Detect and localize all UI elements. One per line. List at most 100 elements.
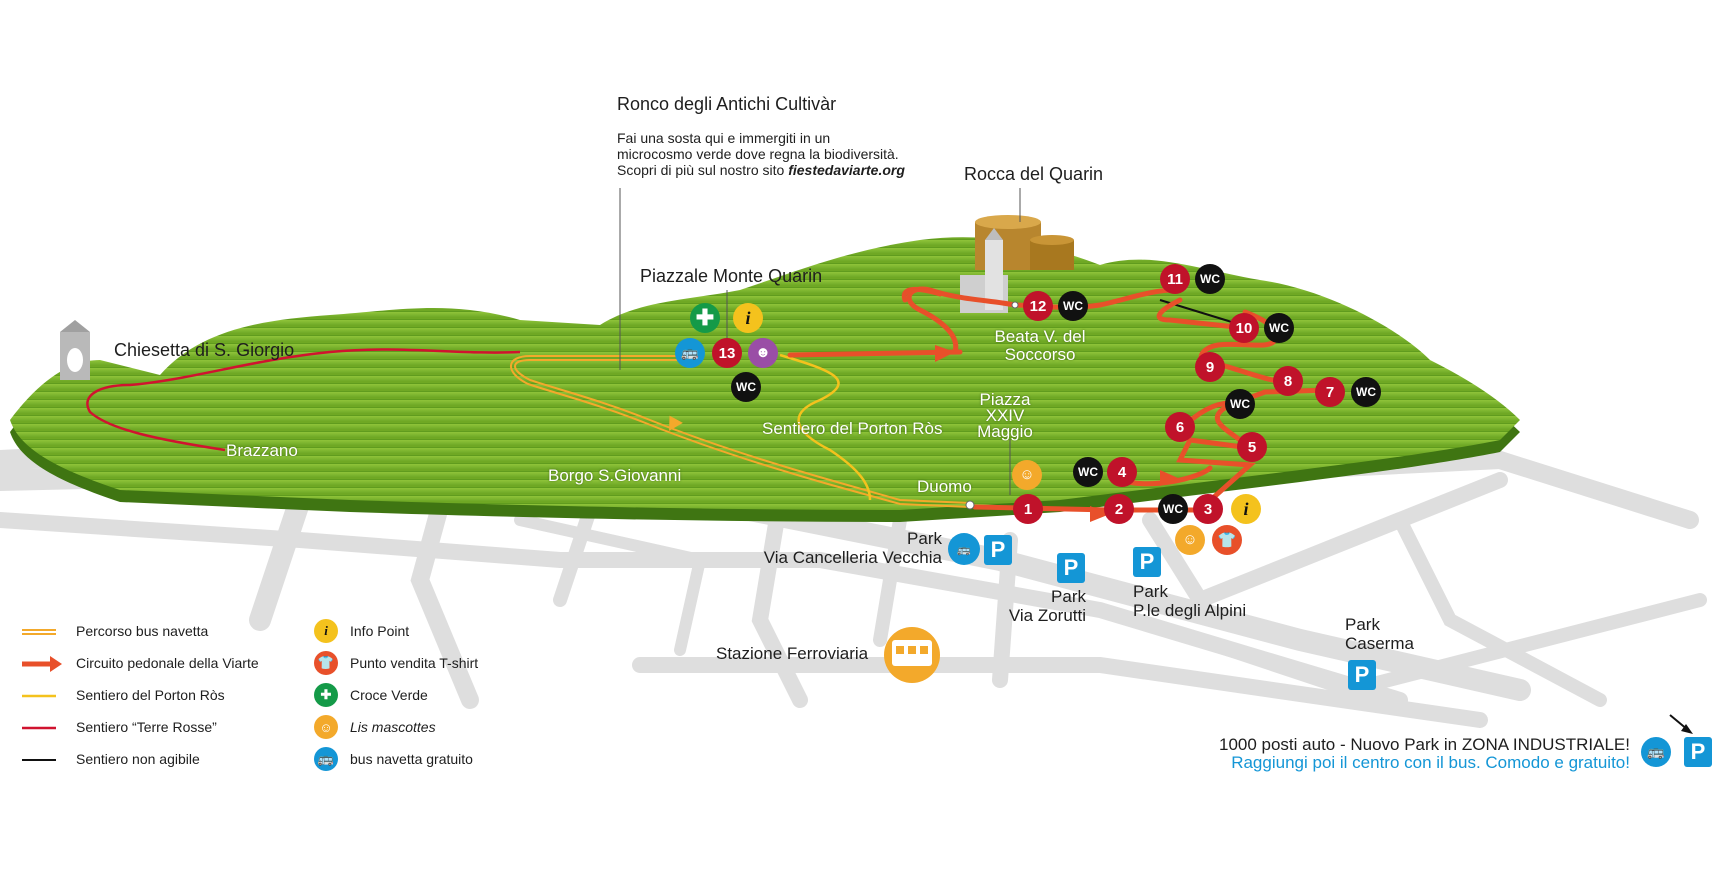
label-borgo: Borgo S.Giovanni [548, 466, 682, 485]
label-park-alpini: Park P.le degli Alpini [1133, 582, 1246, 620]
label-piazza: Piazza XXIV Maggio [970, 390, 1040, 440]
wc-stop-6[interactable]: WC [1225, 389, 1255, 419]
legend-info: i Info Point [314, 619, 409, 643]
label-piazza-line-2: XXIV [985, 406, 1025, 425]
terre-rosse-trail [86, 348, 521, 452]
label-beata: Beata V. del Soccorso [985, 328, 1095, 364]
mascot-icon[interactable]: ☺ [1175, 525, 1205, 555]
bus-shuttle-route [510, 355, 971, 508]
wc-piazzale[interactable]: WC [731, 372, 761, 402]
church-point [1011, 301, 1019, 309]
mascot-icon[interactable]: ☺ [1012, 460, 1042, 490]
legend-non-agibile-label: Sentiero non agibile [76, 751, 200, 767]
parking-cancelleria[interactable]: P [984, 535, 1012, 565]
legend-mascottes-label: Lis mascottes [350, 719, 436, 735]
legend-bus: 🚌 bus navetta gratuito [314, 747, 473, 771]
legend-tshirt-label: Punto vendita T-shirt [350, 655, 479, 671]
label-stazione: Stazione Ferroviaria [716, 644, 869, 663]
parking-industrial[interactable]: P [1684, 737, 1712, 767]
legend-info-label: Info Point [350, 623, 410, 639]
circuit-arrow-3 [1090, 506, 1110, 522]
legend-mascottes: ☺ Lis mascottes [314, 715, 436, 739]
stop-8[interactable]: 8 [1273, 366, 1303, 396]
label-sentiero: Sentiero del Porton Ròs [762, 419, 943, 438]
label-park-zorutti-line-1: Park [1051, 587, 1086, 606]
beata-vergine-church [960, 228, 1008, 313]
info-icon[interactable]: i [733, 303, 763, 333]
porton-ros-trail [779, 353, 872, 501]
label-park-caserma-line-1: Park [1345, 615, 1380, 634]
label-park-cancelleria-line-2: Via Cancelleria Vecchia [763, 548, 942, 567]
legend-bus-label: bus navetta gratuito [350, 751, 473, 767]
playground-icon[interactable]: ☻ [748, 338, 778, 368]
label-ronco-desc-3: Scopri di più sul nostro sito fiestedavi… [617, 162, 905, 178]
stop-11[interactable]: 11 [1160, 264, 1190, 294]
wc-stop-11[interactable]: WC [1195, 264, 1225, 294]
wc-stop-10[interactable]: WC [1264, 313, 1294, 343]
parking-caserma[interactable]: P [1348, 660, 1376, 690]
label-park-caserma-line-2: Caserma [1345, 634, 1414, 653]
stop-7[interactable]: 7 [1315, 377, 1345, 407]
legend-pedestrian-circuit: Circuito pedonale della Viarte [76, 655, 259, 671]
parking-zorutti[interactable]: P [1057, 553, 1085, 583]
stop-9[interactable]: 9 [1195, 352, 1225, 382]
legend-porton-ros-label: Sentiero del Porton Ròs [76, 687, 225, 703]
legend-porton-ros: Sentiero del Porton Ròs [76, 687, 225, 703]
label-rocca: Rocca del Quarin [964, 164, 1104, 184]
bus-stop-cancelleria[interactable]: 🚌 [948, 533, 980, 565]
stop-4[interactable]: 4 [1107, 457, 1137, 487]
circuit-arrow-1 [935, 345, 955, 362]
wc-stop-4[interactable]: WC [1073, 457, 1103, 487]
label-beata-line-1: Beata V. del [994, 327, 1086, 346]
first-aid-cross-icon: ✚ [314, 683, 338, 707]
label-park-zorutti: Park Via Zorutti [1002, 587, 1086, 625]
label-park-cancelleria-line-1: Park [907, 529, 942, 548]
wc-stop-12[interactable]: WC [1058, 291, 1088, 321]
legend-croce-verde-label: Croce Verde [350, 687, 428, 703]
legend-tshirt: 👕 Punto vendita T-shirt [314, 651, 478, 675]
legend-bus-route: Percorso bus navetta [76, 623, 208, 639]
industrial-arrow-head [1681, 724, 1693, 734]
label-ronco-title: Ronco degli Antichi Cultivàr [617, 94, 837, 114]
label-duomo: Duomo [917, 477, 972, 496]
stop-10[interactable]: 10 [1229, 313, 1259, 343]
industrial-note-line-1: 1000 posti auto - Nuovo Park in ZONA IND… [1218, 735, 1630, 754]
legend-bus-route-label: Percorso bus navetta [76, 623, 209, 639]
parking-alpini[interactable]: P [1133, 547, 1161, 577]
stop-13[interactable]: 13 [712, 338, 742, 368]
first-aid-cross-icon[interactable]: ✚ [690, 303, 720, 333]
info-icon[interactable]: i [1231, 494, 1261, 524]
wc-stop-7[interactable]: WC [1351, 377, 1381, 407]
monte-quarin-hill [10, 237, 1520, 510]
stop-1[interactable]: 1 [1013, 494, 1043, 524]
label-park-alpini-line-2: P.le degli Alpini [1133, 601, 1247, 620]
duomo-point [965, 500, 975, 510]
label-park-cancelleria: Park Via Cancelleria Vecchia [756, 529, 942, 567]
bus-icon[interactable]: 🚌 [675, 338, 705, 368]
label-ronco-site-link[interactable]: fiestedaviarte.org [788, 162, 905, 178]
stop-5[interactable]: 5 [1237, 432, 1267, 462]
wc-stop-3[interactable]: WC [1158, 494, 1188, 524]
label-ronco-desc-3-text: Scopri di più sul nostro sito [617, 162, 785, 178]
stop-6[interactable]: 6 [1165, 412, 1195, 442]
mascot-icon: ☺ [314, 715, 338, 739]
legend-non-agibile: Sentiero non agibile [76, 751, 200, 767]
stop-12[interactable]: 12 [1023, 291, 1053, 321]
label-ronco-desc-1: Fai una sosta qui e immergiti in un [617, 130, 831, 146]
label-chiesetta: Chiesetta di S. Giorgio [114, 340, 295, 360]
stop-2[interactable]: 2 [1104, 494, 1134, 524]
tshirt-icon[interactable]: 👕 [1212, 525, 1242, 555]
label-ronco-desc-2: microcosmo verde dove regna la biodivers… [617, 146, 899, 162]
label-piazzale: Piazzale Monte Quarin [640, 266, 823, 286]
chiesetta-san-giorgio [60, 320, 90, 380]
legend-pedestrian-circuit-label: Circuito pedonale della Viarte [76, 655, 259, 671]
legend-terre-rosse-label: Sentiero “Terre Rosse” [76, 719, 217, 735]
label-park-caserma: Park Caserma [1345, 615, 1414, 653]
label-park-zorutti-line-2: Via Zorutti [1008, 606, 1086, 625]
bus-icon[interactable]: 🚌 [1641, 737, 1671, 767]
legend-lines [22, 629, 62, 761]
label-piazza-line-1: Piazza [979, 390, 1031, 409]
legend-croce-verde: ✚ Croce Verde [314, 683, 428, 707]
stop-3[interactable]: 3 [1193, 494, 1223, 524]
